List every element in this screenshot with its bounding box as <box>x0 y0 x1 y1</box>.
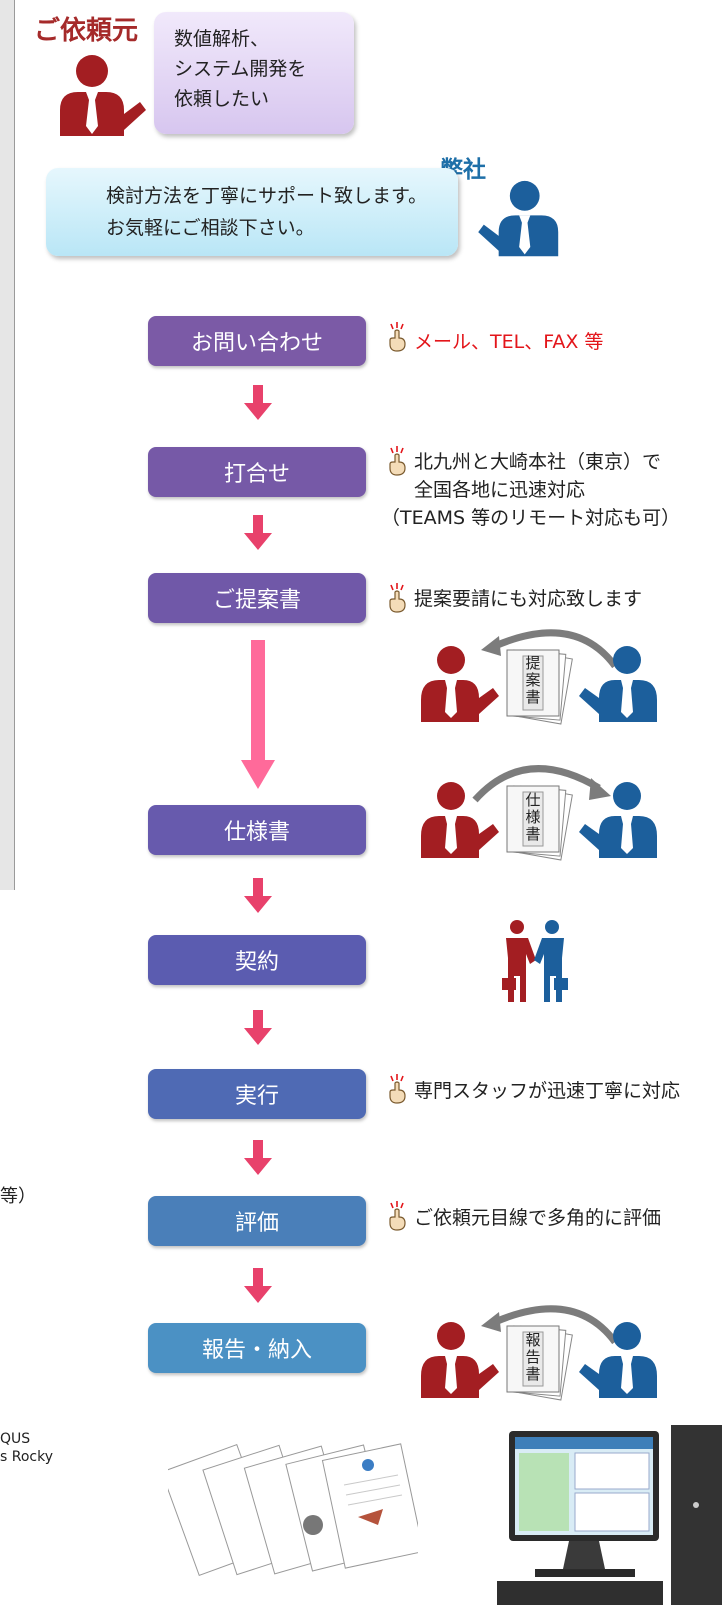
step-evaluation: 評価 <box>148 1196 366 1246</box>
down-arrow-icon <box>244 1010 272 1045</box>
finger-icon <box>389 446 406 476</box>
proposal-exchange-illustration <box>421 629 657 725</box>
down-arrow-icon <box>244 1140 272 1175</box>
specification-exchange-illustration <box>421 765 657 861</box>
down-arrow-icon <box>244 515 272 550</box>
company-person-icon <box>579 646 657 722</box>
doc-char: 報 <box>525 1331 541 1349</box>
note-meeting-line: （TEAMS 等のリモート対応も可） <box>381 507 681 529</box>
note-meeting: 北九州と大崎本社（東京）で 全国各地に迅速対応 （TEAMS 等のリモート対応も… <box>381 448 722 532</box>
company-message-line: 検討方法を丁寧にサポート致します。 <box>106 185 428 207</box>
doc-char: 書 <box>525 1365 541 1383</box>
proposal-doc-label: 提 案 書 <box>523 655 543 706</box>
company-person-icon <box>579 1322 657 1398</box>
doc-char: 案 <box>525 671 541 689</box>
document-icon <box>506 649 573 725</box>
finger-icon <box>389 1074 406 1104</box>
document-icon <box>506 1325 573 1401</box>
left-fragment-etc: 等） <box>0 1186 36 1207</box>
handshake-icon <box>502 920 568 1002</box>
doc-char: 書 <box>525 825 541 843</box>
step-meeting: 打合せ <box>148 447 366 497</box>
doc-char: 告 <box>525 1348 541 1366</box>
report-exchange-illustration <box>421 1305 657 1401</box>
client-person-icon <box>60 55 146 136</box>
step-execution: 実行 <box>148 1069 366 1119</box>
doc-char: 書 <box>525 688 541 706</box>
spec-doc-label: 仕 様 書 <box>523 792 543 843</box>
left-fragment-software: QUS s Rocky <box>0 1430 53 1466</box>
report-doc-label: 報 告 書 <box>523 1332 543 1383</box>
step-report-delivery: 報告・納入 <box>148 1323 366 1373</box>
client-person-icon <box>421 646 499 722</box>
client-request-bubble: 数値解析、 システム開発を 依頼したい <box>154 12 354 134</box>
step-specification: 仕様書 <box>148 805 366 855</box>
note-execution: 専門スタッフが迅速丁寧に対応 <box>414 1080 681 1102</box>
client-person-icon <box>421 782 499 858</box>
step-proposal: ご提案書 <box>148 573 366 623</box>
doc-char: 提 <box>525 654 541 672</box>
finger-icon <box>389 1201 406 1231</box>
client-label: ご依頼元 <box>34 16 139 46</box>
left-fragment-line: s Rocky <box>0 1449 53 1465</box>
left-panel-border <box>0 0 15 890</box>
down-arrow-icon <box>244 385 272 420</box>
note-meeting-line: 全国各地に迅速対応 <box>414 479 586 501</box>
note-evaluation: ご依頼元目線で多角的に評価 <box>414 1207 662 1229</box>
left-fragment-line: QUS <box>0 1431 31 1447</box>
client-person-icon <box>421 1322 499 1398</box>
doc-char: 仕 <box>525 791 541 809</box>
long-down-arrow-icon <box>241 640 275 789</box>
finger-icon <box>389 322 406 352</box>
client-request-line: システム開発を <box>174 58 307 80</box>
report-papers-icon <box>168 1443 418 1577</box>
finger-icon <box>389 583 406 613</box>
step-inquiry: お問い合わせ <box>148 316 366 366</box>
down-arrow-icon <box>244 1268 272 1303</box>
company-message-line: お気軽にご相談下さい。 <box>106 217 315 239</box>
down-arrow-icon <box>244 878 272 913</box>
company-person-icon <box>579 782 657 858</box>
computer-icon <box>497 1425 722 1605</box>
client-request-line: 数値解析、 <box>174 28 270 50</box>
doc-char: 様 <box>525 808 541 826</box>
client-request-line: 依頼したい <box>174 88 270 110</box>
note-inquiry: メール、TEL、FAX 等 <box>414 331 604 353</box>
company-person-icon <box>478 180 559 257</box>
document-icon <box>506 785 573 861</box>
company-message-bubble: 検討方法を丁寧にサポート致します。 お気軽にご相談下さい。 <box>46 168 458 256</box>
note-proposal: 提案要請にも対応致します <box>414 588 643 610</box>
note-meeting-line: 北九州と大崎本社（東京）で <box>414 451 662 473</box>
step-contract: 契約 <box>148 935 366 985</box>
